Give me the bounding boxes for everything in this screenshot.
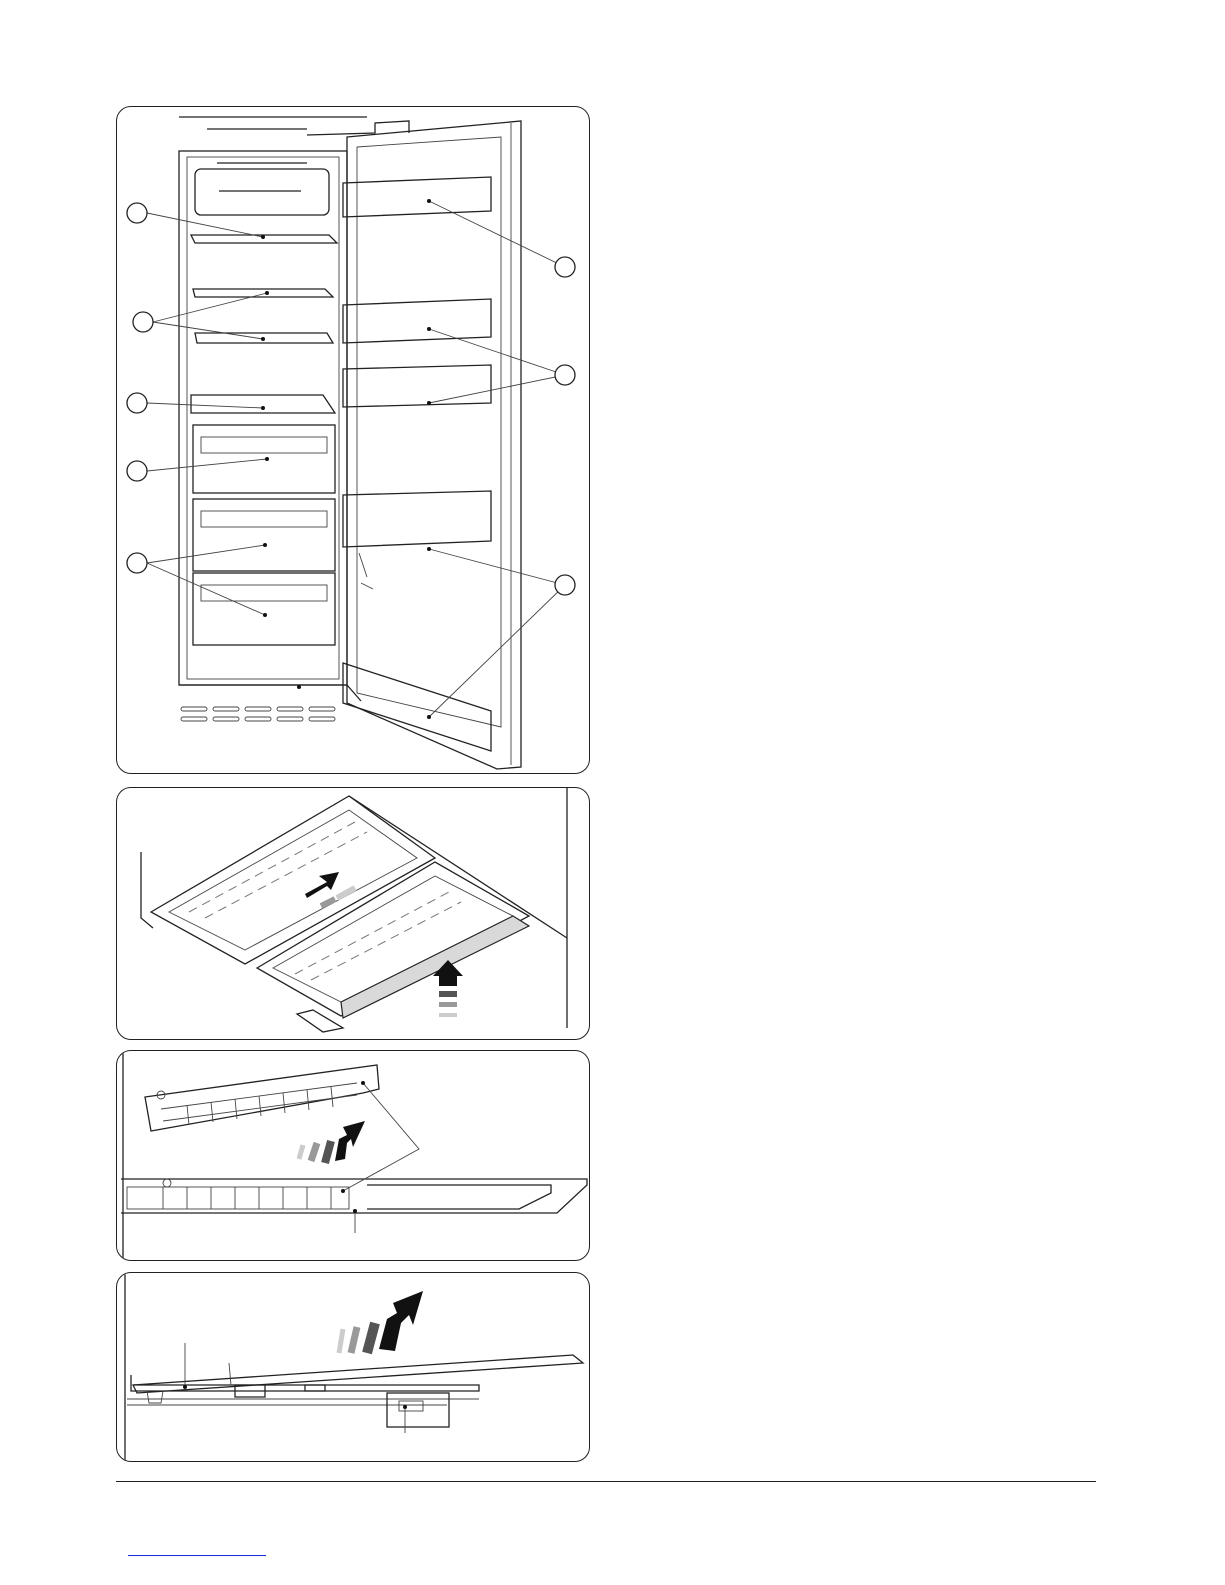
callout-circle-icon <box>555 365 575 385</box>
callout-circle-icon <box>133 312 153 332</box>
shelf-removal-illustration <box>117 788 590 1040</box>
figure-shelf-liftout <box>116 1272 590 1462</box>
callout-circle-icon <box>127 461 147 481</box>
figure-trim-removal <box>116 1050 590 1261</box>
figure-fridge-open <box>116 106 590 774</box>
trim-removal-illustration <box>117 1051 590 1261</box>
callout-circle-icon <box>127 393 147 413</box>
callout-circle-icon <box>127 203 147 223</box>
motion-arrow-icon <box>299 1121 365 1163</box>
motion-arrow-icon <box>339 1291 423 1353</box>
footer-rule <box>116 1481 1096 1482</box>
callout-circles <box>117 107 590 774</box>
link-underline[interactable] <box>128 1555 266 1556</box>
callout-circle-icon <box>555 257 575 277</box>
motion-arrow-icon <box>305 872 355 906</box>
callout-circle-icon <box>127 553 147 573</box>
callout-circle-icon <box>555 575 575 595</box>
figure-shelf-removal <box>116 787 590 1040</box>
shelf-liftout-illustration <box>117 1273 590 1462</box>
